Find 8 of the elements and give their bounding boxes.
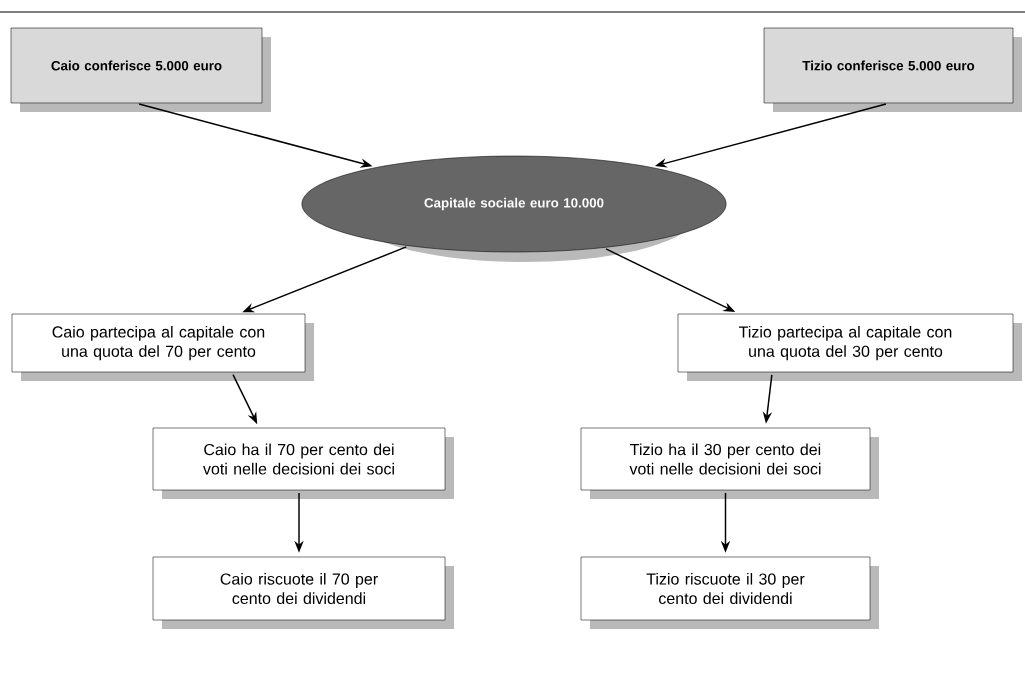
process-box: Caio ha il 70 per cento dei voti nelle decisioni dei soci [152, 427, 454, 499]
process-box: Caio conferisce 5.000 euro [10, 27, 271, 112]
process-box: Tizio partecipa al capitale con una quota del 30 per cento [677, 313, 1022, 381]
process-box: Caio partecipa al capitale con una quota del 70 per cento [11, 313, 314, 381]
process-box: Caio riscuote il 70 per cento dei dividendi [152, 556, 454, 629]
process-box: Tizio ha il 30 per cento dei voti nelle decisioni dei soci [580, 427, 879, 499]
process-box: Tizio riscuote il 30 per cento dei dividendi [580, 556, 879, 629]
process-box: Tizio conferisce 5.000 euro [763, 27, 1022, 112]
